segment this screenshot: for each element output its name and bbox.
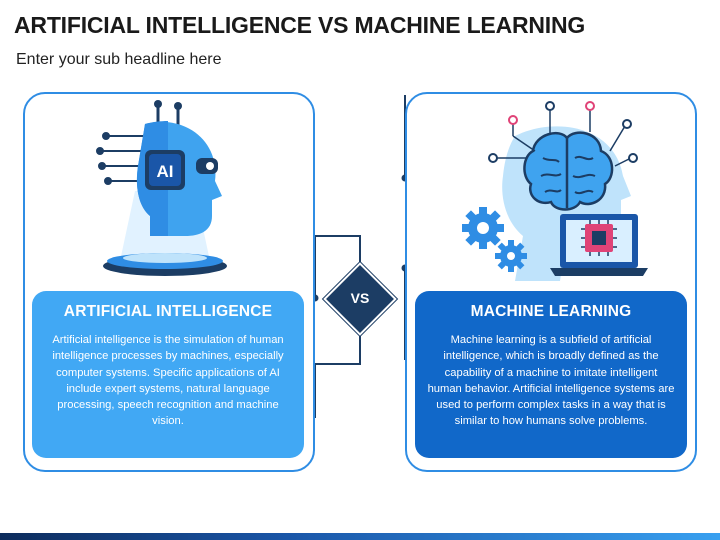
- ml-card-body: Machine learning is a subfield of artifi…: [427, 334, 675, 428]
- ai-robot-head-icon: AI: [96, 100, 227, 276]
- vs-label: VS: [350, 290, 370, 306]
- page-title: ARTIFICIAL INTELLIGENCE VS MACHINE LEARN…: [14, 12, 586, 38]
- ai-card: ARTIFICIAL INTELLIGENCE Artificial intel…: [32, 291, 304, 458]
- ai-chip-label: AI: [157, 162, 174, 181]
- gears-icon: [462, 207, 527, 272]
- brain-circuit-icon: [488, 101, 638, 211]
- page-subtitle: Enter your sub headline here: [16, 51, 222, 68]
- ml-card-heading: MACHINE LEARNING: [470, 303, 632, 320]
- footer-bar: [0, 533, 720, 540]
- ml-card: MACHINE LEARNING Machine learning is a s…: [415, 291, 687, 458]
- laptop-chip-icon: [550, 214, 648, 276]
- ai-card-body: Artificial intelligence is the simulatio…: [52, 334, 284, 428]
- ml-illustration: [462, 101, 648, 281]
- ai-card-heading: ARTIFICIAL INTELLIGENCE: [63, 303, 273, 320]
